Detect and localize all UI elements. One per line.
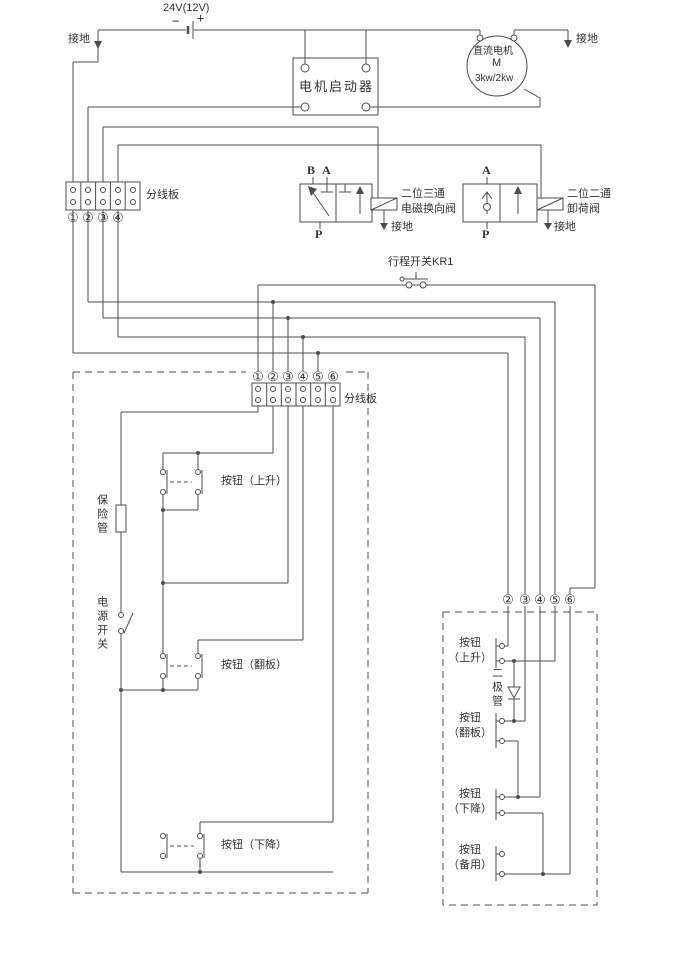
- right-button-down-paren: （下降）: [448, 803, 492, 815]
- valve1-port-a: A: [322, 163, 331, 177]
- ground-arrow-valve1: [380, 223, 388, 230]
- button-down-contacts: [160, 833, 205, 859]
- mid-terminal-2: ②: [267, 369, 279, 384]
- right-terminal-5: ⑤: [549, 592, 561, 607]
- limit-switch-label: 行程开关KR1: [388, 256, 454, 268]
- wires: [72, 29, 596, 875]
- button-up-contacts: [160, 469, 203, 495]
- right-terminal-3: ③: [519, 592, 531, 607]
- right-button-down-word: 按钮: [459, 788, 481, 800]
- left-terminal-1: ①: [67, 210, 79, 225]
- button-down-label: 按钮（下降）: [221, 839, 287, 851]
- left-terminal-3: ③: [97, 210, 109, 225]
- ground-label-top-left: 接地: [68, 33, 90, 45]
- battery-symbol: [186, 21, 194, 39]
- ground-label-top-right: 接地: [576, 33, 598, 45]
- button-up-label: 按钮（上升）: [221, 475, 287, 487]
- valve-ground-stubs: [383, 210, 549, 223]
- right-panel-dashed-box: [442, 611, 598, 906]
- mid-terminal-4: ④: [297, 369, 309, 384]
- voltage-label: 24V(12V): [163, 2, 210, 14]
- left-terminal-2: ②: [82, 210, 94, 225]
- valve2-symbol: [481, 177, 564, 229]
- motor-name: 直流电机: [473, 46, 513, 57]
- right-button-contacts: [495, 638, 505, 881]
- ground-label-valve1: 接地: [391, 221, 413, 233]
- limit-switch-icon: [399, 272, 428, 289]
- middle-board-label: 分线板: [344, 393, 377, 405]
- valve2-port-p: P: [482, 227, 490, 241]
- battery-minus: −: [172, 14, 180, 28]
- valve1-symbol: [308, 177, 398, 229]
- ground-arrow-left: [94, 41, 102, 49]
- motor-symbol: M: [492, 57, 502, 69]
- right-terminal-6: ⑥: [564, 592, 576, 607]
- valve2-name-line1: 二位二通: [567, 188, 611, 200]
- battery-plus: +: [197, 11, 205, 25]
- motor-circle: [466, 35, 528, 97]
- valve1-name-line1: 二位三通: [401, 188, 445, 200]
- starter-terminals: [300, 63, 371, 112]
- right-button-flip-word: 按钮: [459, 712, 481, 724]
- fuse-label: 保险管: [95, 494, 108, 536]
- right-terminal-2: ②: [502, 592, 514, 607]
- left-board-cells: [70, 182, 136, 210]
- right-button-up-paren: （上升）: [448, 652, 492, 664]
- left-terminal-board: [65, 181, 141, 211]
- right-button-spare-word: 按钮: [459, 844, 481, 856]
- left-panel-dashed-box: [72, 371, 369, 894]
- power-switch-icon: [118, 612, 134, 634]
- mid-terminal-1: ①: [252, 369, 264, 384]
- diode-label: 二极管: [490, 667, 503, 709]
- diode-icon: [507, 686, 521, 700]
- motor-terminals: [476, 34, 518, 42]
- valve1-port-b: B: [307, 163, 316, 177]
- mid-terminal-5: ⑤: [312, 369, 324, 384]
- valve1-flow-arrow-head: [308, 186, 317, 196]
- ground-arrow-valve2: [544, 223, 552, 230]
- left-terminal-4: ④: [112, 210, 124, 225]
- valve2-port-a: A: [482, 163, 491, 177]
- ground-arrow-right: [564, 40, 572, 48]
- right-button-flip-paren: （翻板）: [448, 727, 492, 739]
- button-flip-label: 按钮（翻板）: [221, 659, 287, 671]
- right-terminal-4: ④: [534, 592, 546, 607]
- right-button-up-word: 按钮: [459, 637, 481, 649]
- left-board-label: 分线板: [146, 189, 179, 201]
- fuse-icon: [115, 504, 127, 533]
- valve1-port-p: P: [315, 227, 323, 241]
- mid-terminal-3: ③: [282, 369, 294, 384]
- valve2-name-line2: 卸荷阀: [567, 203, 600, 215]
- power-switch-label: 电源开关: [95, 596, 108, 652]
- junction-dots: [119, 300, 545, 876]
- ground-arrow-icons: [94, 40, 572, 230]
- motor-starter-label: 电机启动器: [299, 79, 375, 94]
- valve1-name-line2: 电磁换向阀: [401, 203, 456, 215]
- motor-rating: 3kw/2kw: [475, 73, 514, 84]
- mid-terminal-6: ⑥: [327, 369, 339, 384]
- right-button-spare-paren: （备用）: [448, 859, 492, 871]
- middle-board-cells: [255, 383, 336, 406]
- ground-label-valve2: 接地: [554, 221, 576, 233]
- button-flip-contacts: [160, 653, 203, 679]
